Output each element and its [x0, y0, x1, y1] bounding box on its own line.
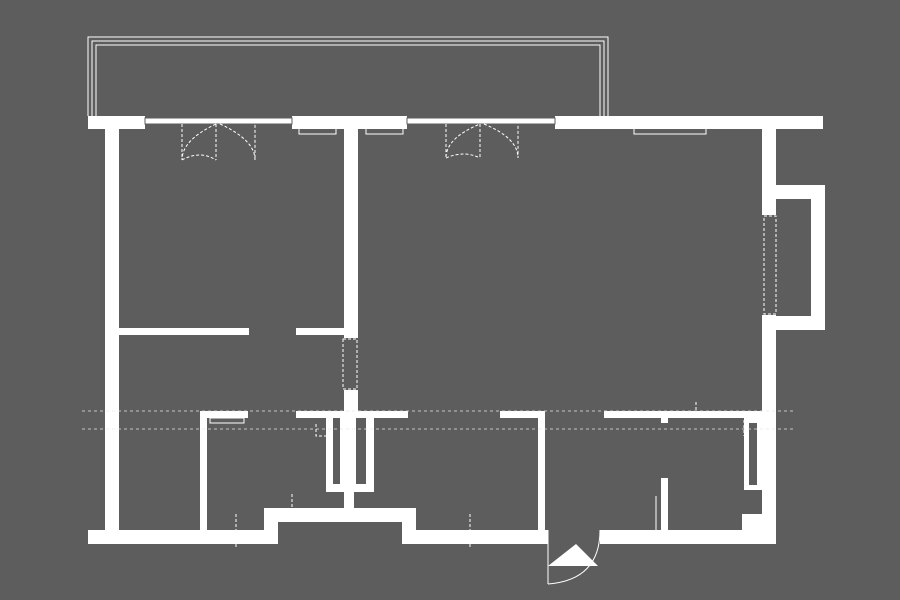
interior-walls: [119, 116, 762, 532]
reference-lines: [82, 410, 796, 430]
exterior-walls: [88, 116, 825, 544]
doors: [181, 123, 749, 585]
windows: [144, 117, 778, 424]
balcony: [87, 36, 609, 116]
entry-arrow-icon: [548, 544, 598, 566]
